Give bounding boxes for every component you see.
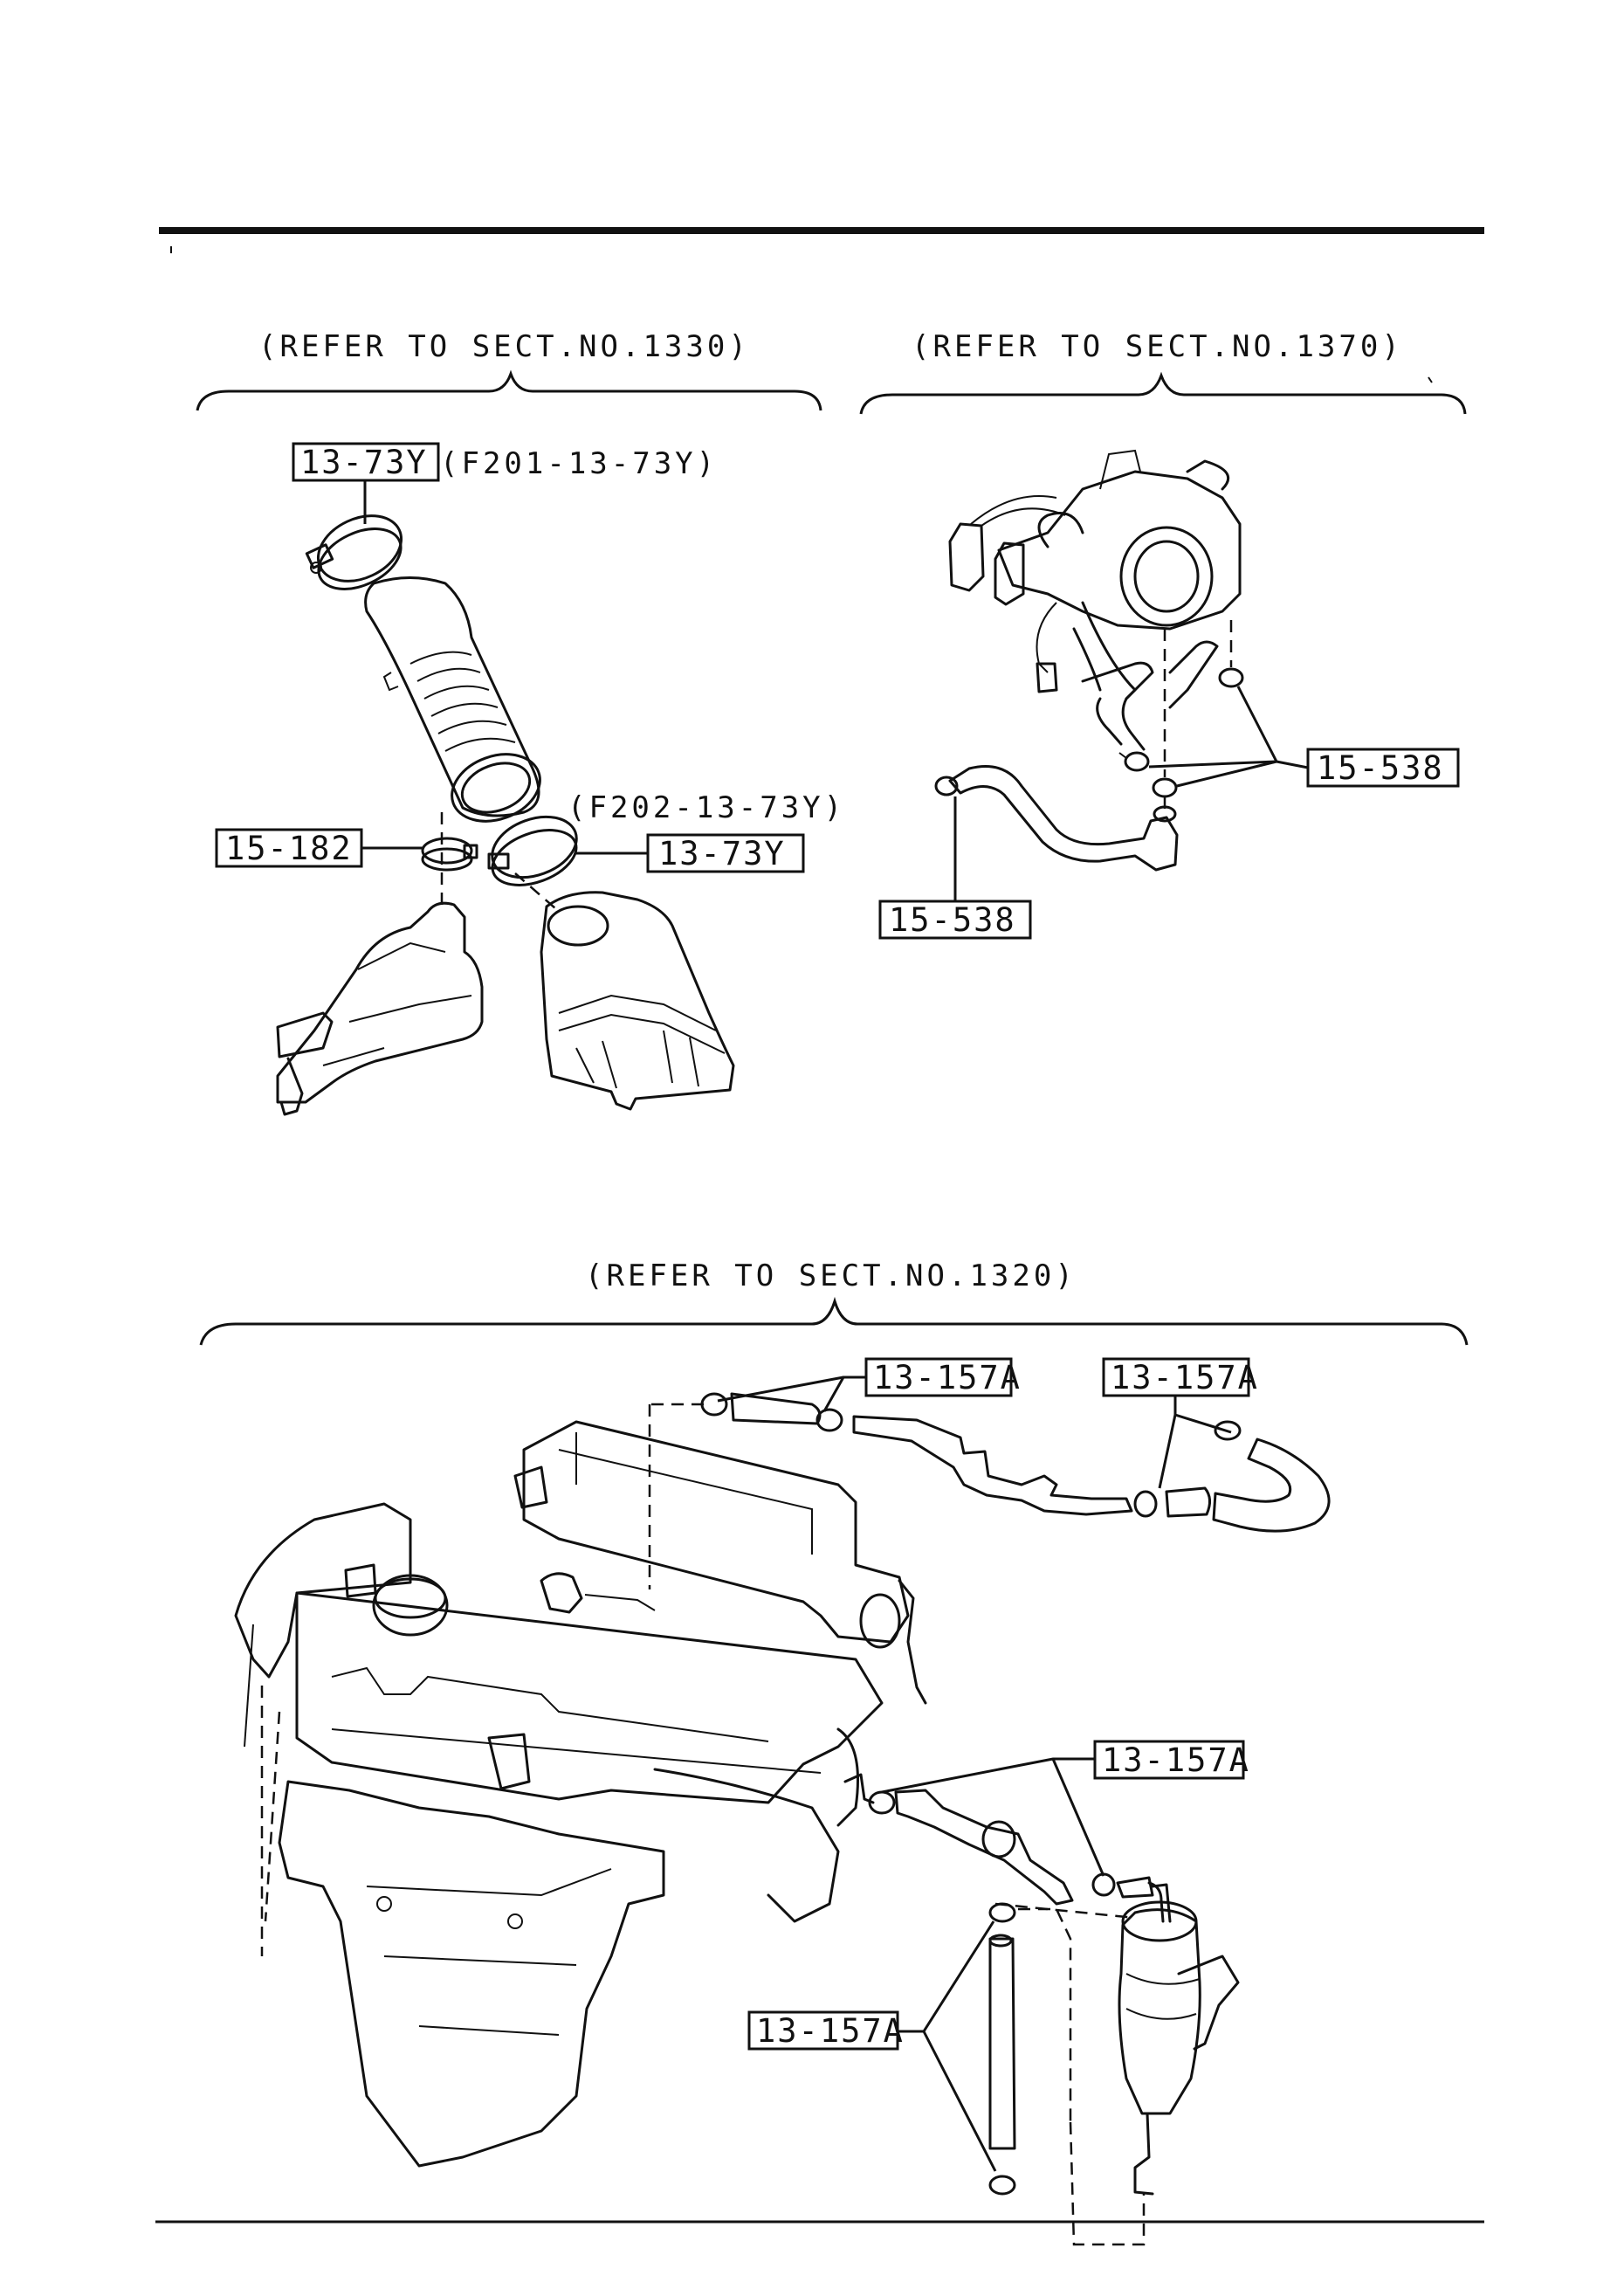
hose-clip-left-label-box [878,900,1032,940]
intake-air-hose [364,576,541,823]
hose-clip-right-2 [1152,777,1178,798]
clamp-small-label-box [215,828,363,868]
guide-tube [1018,1907,1072,2122]
clamp-top-alt-label: (F201-13-73Y) [440,446,718,481]
leader-hose-clip-right-b [1176,760,1277,788]
engine-cylinder-head [513,1420,927,1705]
clip-a-label: 13-157A [873,1359,1022,1396]
brace-1370 [859,371,1467,415]
leader-clip-d-b [922,2031,997,2172]
throttle-body-assembly [948,449,1242,700]
clamp-mid-label-box [646,833,805,873]
hose-clip-right-1 [1118,751,1150,772]
leader-clip-d [898,1920,995,2033]
vacuum-hose-upper [1081,640,1219,751]
clamp-top-label: 13-73Y [300,444,428,481]
clip-c-label: 13-157A [1102,1741,1250,1779]
leader-clip-b [1173,1396,1232,1434]
leader-clip-b-b [1158,1414,1177,1489]
clip-d-label: 13-157A [756,2012,905,2050]
clamp-mid-alt-label: (F202-13-73Y) [568,790,845,825]
clamp-top-label-box [292,442,440,482]
brace-1320 [199,1296,1469,1346]
leader-clip-a-b [717,1376,844,1403]
air-cleaner-case [276,901,484,1116]
hose-clip-left-label: 15-538 [889,901,1016,939]
vacuum-hose-lower [934,765,1179,872]
leader-clip-c-b [1051,1758,1105,1877]
vertical-tube [988,1902,1016,2196]
band-clamp-top [305,514,403,590]
clamp-small-label: 15-182 [225,830,353,867]
ref-sect-1320: (REFER TO SECT.NO.1320) [585,1258,1077,1293]
clip-b-label: 13-157A [1111,1359,1259,1396]
band-clamp-mid [487,815,578,886]
engine-block [234,1502,884,2168]
clip-c-label-box [1093,1740,1245,1780]
clamp-mid-label: 13-73Y [658,835,786,872]
leader-clip-a [822,1376,866,1412]
air-flow-meter [540,891,735,1111]
canister [994,1883,1240,2246]
clip-d-label-box [747,2010,899,2051]
ref-sect-1370: (REFER TO SECT.NO.1370) [912,329,1403,364]
hose-clip-right-label: 15-538 [1317,749,1444,787]
hose-clip-right-label-box [1306,748,1460,788]
leader-clip-c [881,1757,1095,1794]
brace-1330 [196,369,822,411]
breather-hose-upper [700,1392,1331,1533]
breather-hose-lower [843,1773,1165,1923]
hose-clip-right-3 [1218,667,1244,688]
leader-hose-clip-right-c [1276,760,1309,769]
hose-clamp-small [421,837,478,872]
leader-hose-clip-right [1148,686,1279,769]
ref-sect-1330: (REFER TO SECT.NO.1330) [258,329,750,364]
stray-mark-right [1428,376,1433,383]
guide-clamp-to-meter [514,872,556,909]
